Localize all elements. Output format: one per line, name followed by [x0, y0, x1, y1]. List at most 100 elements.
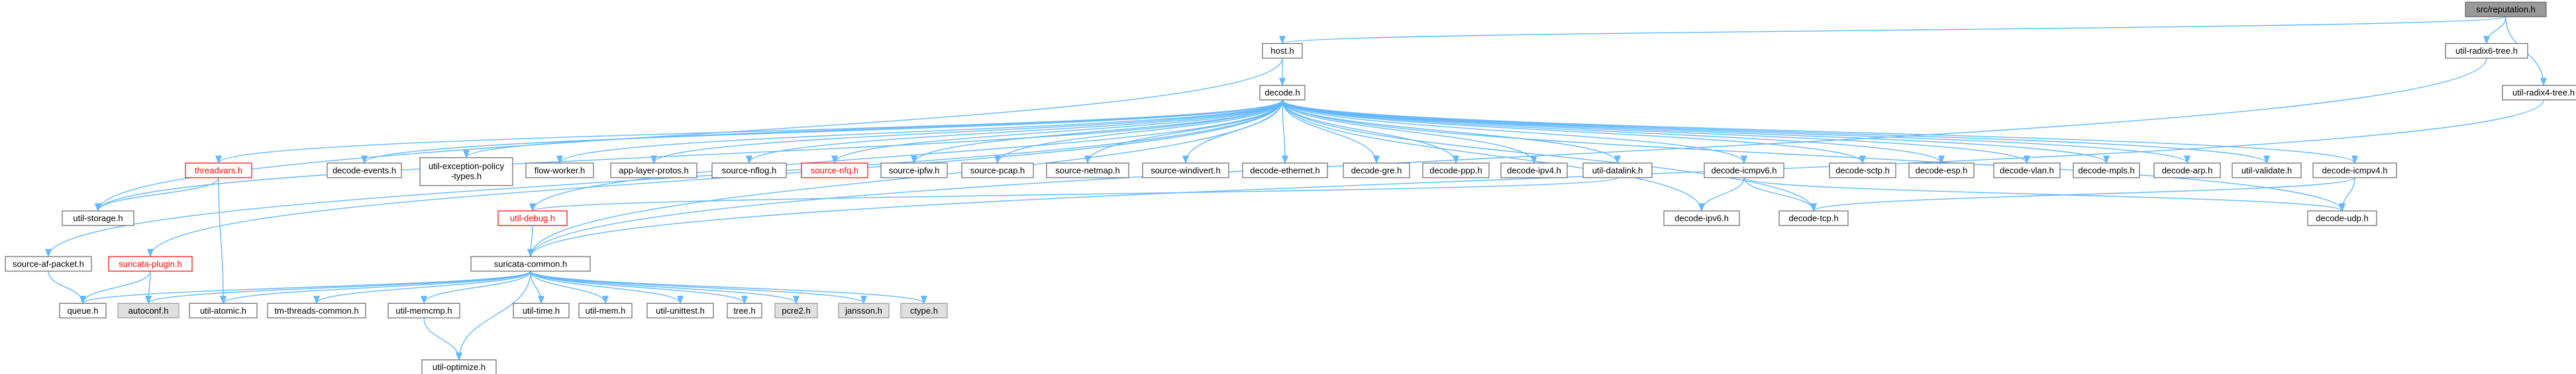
edge-decode-to-applayer: [650, 99, 1283, 164]
node-dppp[interactable]: decode-ppp.h: [1422, 162, 1490, 178]
node-root[interactable]: src/reputation.h: [2465, 1, 2547, 17]
node-tree[interactable]: tree.h: [727, 302, 762, 319]
node-scommon[interactable]: suricata-common.h: [470, 256, 591, 272]
edge-scommon-to-umemcmp: [421, 271, 531, 304]
node-dgre-label: decode-gre.h: [1351, 165, 1402, 175]
node-uoptimize-label: util-optimize.h: [433, 362, 486, 372]
node-host[interactable]: host.h: [1262, 42, 1303, 59]
node-decode-label: decode.h: [1264, 88, 1300, 97]
node-tmthreads[interactable]: tm-threads-common.h: [267, 302, 366, 319]
edge-scommon-to-tmthreads: [313, 271, 531, 304]
edge-dicmpv6-to-dipv6: [1698, 177, 1745, 212]
node-radix4[interactable]: util-radix4-tree.h: [2502, 85, 2576, 101]
node-darp[interactable]: decode-arp.h: [2153, 162, 2221, 178]
node-root-label: src/reputation.h: [2476, 5, 2536, 15]
node-udatalink[interactable]: util-datalink.h: [1582, 162, 1653, 178]
node-jansson-label: jansson.h: [845, 306, 882, 316]
node-autoconf[interactable]: autoconf.h: [117, 302, 180, 319]
edge-decode-to-dethernet: [1281, 99, 1289, 164]
node-ctype-label: ctype.h: [910, 306, 938, 316]
node-dicmpv4[interactable]: decode-icmpv4.h: [2312, 162, 2397, 178]
edge-decode-to-dipv6: [1282, 99, 1705, 212]
node-umem-label: util-mem.h: [586, 306, 626, 316]
node-uexcept-box: [419, 157, 513, 186]
node-queue[interactable]: queue.h: [59, 302, 107, 319]
node-tree-label: tree.h: [733, 306, 755, 316]
edge-decode-to-splugin: [147, 99, 1283, 258]
node-umemcmp[interactable]: util-memcmp.h: [387, 302, 460, 319]
edge-dicmpv6-to-dudp: [1743, 177, 2345, 212]
node-netmap[interactable]: source-netmap.h: [1046, 162, 1129, 178]
node-root-box: [2465, 1, 2547, 17]
node-dethernet-label: decode-ethernet.h: [1250, 165, 1320, 175]
edge-decode-to-scommon: [527, 99, 1283, 258]
node-uunittest-box: [646, 302, 714, 319]
edge-udebug-to-scommon: [527, 225, 535, 258]
node-nflog[interactable]: source-nflog.h: [711, 162, 787, 178]
edge-scommon-to-uoptimize: [455, 271, 531, 361]
node-ustorage[interactable]: util-storage.h: [62, 210, 134, 226]
edge-scommon-to-uatomic: [220, 271, 531, 304]
node-dvlan[interactable]: decode-vlan.h: [1993, 162, 2061, 178]
node-ustorage-box: [62, 210, 134, 226]
node-queue-label: queue.h: [68, 306, 99, 316]
node-uvalidate[interactable]: util-validate.h: [2232, 162, 2302, 178]
node-dvlan-box: [1993, 162, 2061, 178]
node-decode[interactable]: decode.h: [1259, 85, 1306, 101]
node-dtcp[interactable]: decode-tcp.h: [1778, 210, 1849, 226]
node-ipfw-box: [880, 162, 948, 178]
edge-decode-to-dsctp: [1282, 99, 1866, 164]
node-jansson[interactable]: jansson.h: [838, 302, 890, 319]
node-desp[interactable]: decode-esp.h: [1908, 162, 1975, 178]
node-utime[interactable]: util-time.h: [513, 302, 570, 319]
edge-host-to-ustorage: [95, 58, 1283, 212]
node-uoptimize-box: [421, 359, 497, 374]
node-dppp-label: decode-ppp.h: [1429, 165, 1482, 175]
node-windivert[interactable]: source-windivert.h: [1142, 162, 1229, 178]
node-nfq[interactable]: source-nfq.h: [801, 162, 868, 178]
node-uexcept[interactable]: util-exception-policy-types.h: [419, 157, 513, 186]
node-pcre2-label: pcre2.h: [782, 306, 810, 316]
edge-threadvars-to-uatomic: [218, 177, 227, 304]
edge-decode-to-dmpls: [1282, 99, 2110, 164]
node-applayer[interactable]: app-layer-protos.h: [610, 162, 697, 178]
node-devents[interactable]: decode-events.h: [327, 162, 402, 178]
edge-threadvars-to-ustorage: [95, 177, 219, 212]
node-dmpls-box: [2073, 162, 2140, 178]
node-dipv6[interactable]: decode-ipv6.h: [1663, 210, 1740, 226]
node-dmpls[interactable]: decode-mpls.h: [2073, 162, 2140, 178]
node-tree-box: [727, 302, 762, 319]
node-layer: src/reputation.h host.h util-radix6-tree.h…: [5, 1, 2576, 374]
node-flowworker[interactable]: flow-worker.h: [525, 162, 594, 178]
node-afpacket[interactable]: source-af-packet.h: [5, 256, 92, 272]
node-dipv6-label: decode-ipv6.h: [1674, 214, 1729, 223]
node-threadvars[interactable]: threadvars.h: [185, 162, 252, 178]
node-dgre[interactable]: decode-gre.h: [1343, 162, 1410, 178]
node-dipv4-box: [1500, 162, 1568, 178]
node-udebug[interactable]: util-debug.h: [497, 210, 568, 226]
node-ipfw[interactable]: source-ipfw.h: [880, 162, 948, 178]
node-uunittest[interactable]: util-unittest.h: [646, 302, 714, 319]
edge-decode-to-dipv4: [1282, 99, 1537, 164]
node-tmthreads-label: tm-threads-common.h: [274, 306, 358, 316]
node-pcap[interactable]: source-pcap.h: [961, 162, 1034, 178]
edge-decode-to-dudp: [1282, 99, 2345, 212]
node-dsctp[interactable]: decode-sctp.h: [1829, 162, 1896, 178]
edge-decode-to-dtcp: [1282, 99, 1817, 212]
node-radix6[interactable]: util-radix6-tree.h: [2445, 42, 2528, 59]
node-umem[interactable]: util-mem.h: [578, 302, 633, 319]
node-dethernet[interactable]: decode-ethernet.h: [1242, 162, 1328, 178]
node-uatomic[interactable]: util-atomic.h: [189, 302, 258, 319]
edge-scommon-to-pcre2: [530, 271, 799, 304]
node-dudp[interactable]: decode-udp.h: [2307, 210, 2377, 226]
edge-radix4-to-scommon: [527, 99, 2544, 258]
node-uoptimize[interactable]: util-optimize.h: [421, 359, 497, 374]
edge-splugin-to-autoconf: [144, 271, 152, 304]
node-dipv4[interactable]: decode-ipv4.h: [1500, 162, 1568, 178]
edge-scommon-to-umem: [530, 271, 609, 304]
node-applayer-label: app-layer-protos.h: [619, 165, 689, 175]
node-ctype[interactable]: ctype.h: [900, 302, 948, 319]
node-pcre2[interactable]: pcre2.h: [774, 302, 818, 319]
node-splugin[interactable]: suricata-plugin.h: [108, 256, 193, 272]
node-dicmpv6[interactable]: decode-icmpv6.h: [1704, 162, 1784, 178]
